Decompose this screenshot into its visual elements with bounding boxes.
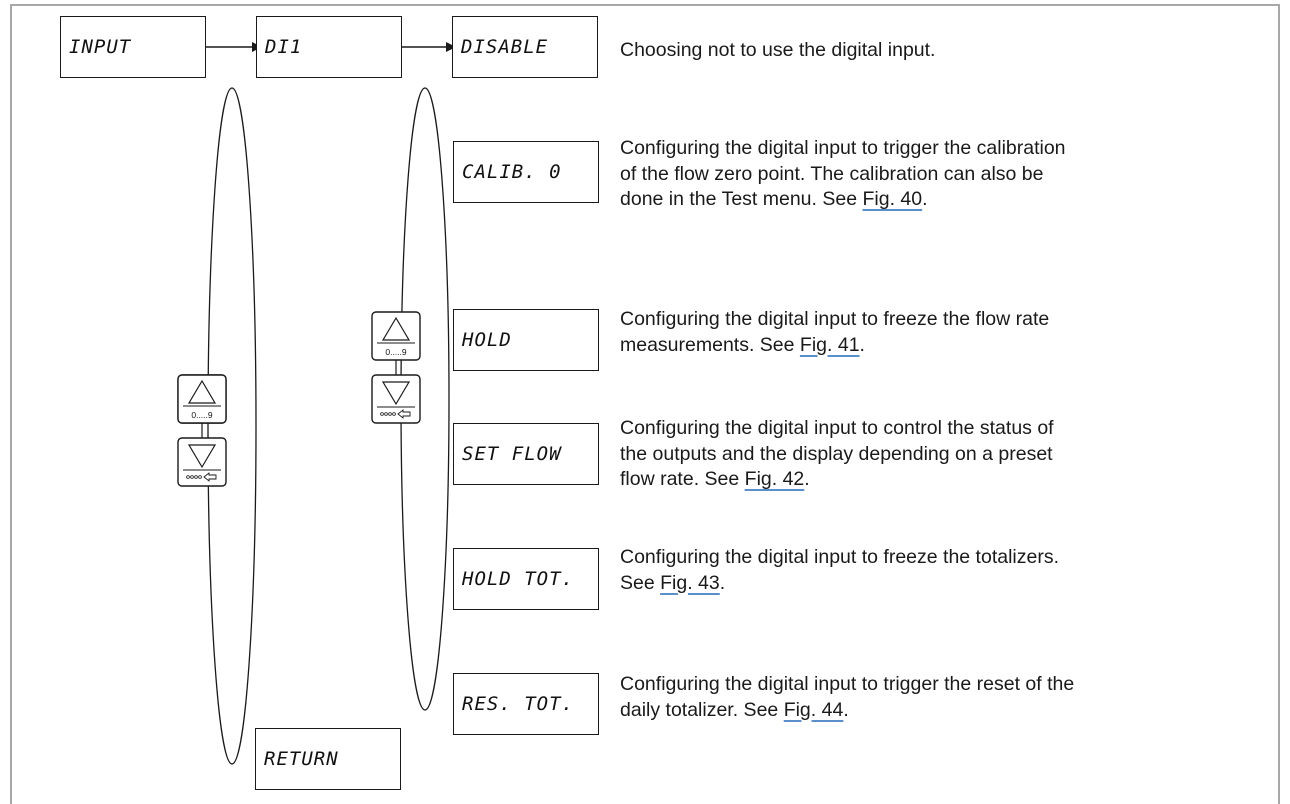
description-text: daily totalizer. See [620, 698, 784, 721]
description-line: Choosing not to use the digital input. [620, 39, 936, 61]
fig-43-link[interactable]: Fig. 43 [660, 571, 720, 594]
up-key-label: 0.....9 [385, 347, 407, 357]
triangle-down-icon [381, 381, 411, 406]
description-text: . [804, 468, 810, 490]
description-line: done in the Test menu. See Fig. 40. [620, 187, 1066, 213]
description-line: Configuring the digital input to trigger… [620, 137, 1066, 159]
display-set-flow[interactable]: SET FLOW [453, 423, 599, 485]
description-disable: Choosing not to use the digital input. [620, 38, 935, 64]
description-hold: Configuring the digital input to freeze … [620, 307, 1049, 358]
description-text: . [719, 571, 726, 594]
display-calib0[interactable]: CALIB. 0 [453, 141, 599, 203]
description-text: . [843, 698, 849, 721]
description-text: See [620, 571, 661, 594]
description-line: of the flow zero point. The calibration … [620, 162, 1044, 185]
left-down-key[interactable] [177, 437, 227, 487]
dots-arrow-left-icon [186, 472, 217, 482]
display-hold[interactable]: HOLD [453, 309, 599, 371]
arrow-input-to-di1 [205, 42, 262, 52]
description-line: Configuring the digital input to freeze … [620, 546, 1060, 568]
display-input[interactable]: INPUT [60, 16, 206, 78]
display-return[interactable]: RETURN [255, 728, 401, 790]
display-disable[interactable]: DISABLE [452, 16, 598, 78]
description-line: Configuring the digital input to control… [620, 417, 1054, 439]
fig-44-link[interactable]: Fig. 44 [783, 698, 844, 721]
triangle-up-icon [187, 379, 217, 404]
description-text: . [859, 333, 865, 356]
dots-arrow-left-icon [380, 409, 411, 419]
triangle-up-icon [381, 316, 411, 341]
up-key-label: 0.....9 [191, 410, 213, 420]
description-res-tot: Configuring the digital input to trigger… [620, 672, 1074, 723]
description-text: measurements. See [620, 333, 800, 356]
figure-frame [10, 4, 1280, 804]
description-text: flow rate. See [620, 468, 745, 490]
right-up-key[interactable]: 0.....9 [371, 311, 421, 361]
left-cycle-ellipse [207, 87, 257, 765]
arrow-di1-to-disable [400, 42, 456, 52]
display-res-tot[interactable]: RES. TOT. [453, 673, 599, 735]
description-calib0: Configuring the digital input to trigger… [620, 136, 1066, 213]
description-line: measurements. See Fig. 41. [620, 333, 1049, 359]
description-line: See Fig. 43. [620, 571, 1059, 597]
display-di1[interactable]: DI1 [256, 16, 402, 78]
display-hold-tot[interactable]: HOLD TOT. [453, 548, 599, 610]
description-line: flow rate. See Fig. 42. [620, 467, 1054, 493]
description-line: Configuring the digital input to freeze … [620, 308, 1050, 330]
description-set-flow: Configuring the digital input to control… [620, 416, 1054, 493]
description-line: daily totalizer. See Fig. 44. [620, 698, 1074, 724]
description-text: . [922, 188, 928, 210]
fig-40-link[interactable]: Fig. 40 [862, 188, 923, 210]
fig-42-link[interactable]: Fig. 42 [744, 468, 805, 490]
description-hold-tot: Configuring the digital input to freeze … [620, 545, 1059, 596]
description-line: the outputs and the display depending on… [620, 442, 1053, 465]
triangle-down-icon [187, 444, 217, 469]
description-line: Configuring the digital input to trigger… [620, 673, 1075, 695]
fig-41-link[interactable]: Fig. 41 [799, 333, 860, 356]
left-up-key[interactable]: 0.....9 [177, 374, 227, 424]
description-text: done in the Test menu. See [620, 188, 863, 210]
right-down-key[interactable] [371, 374, 421, 424]
